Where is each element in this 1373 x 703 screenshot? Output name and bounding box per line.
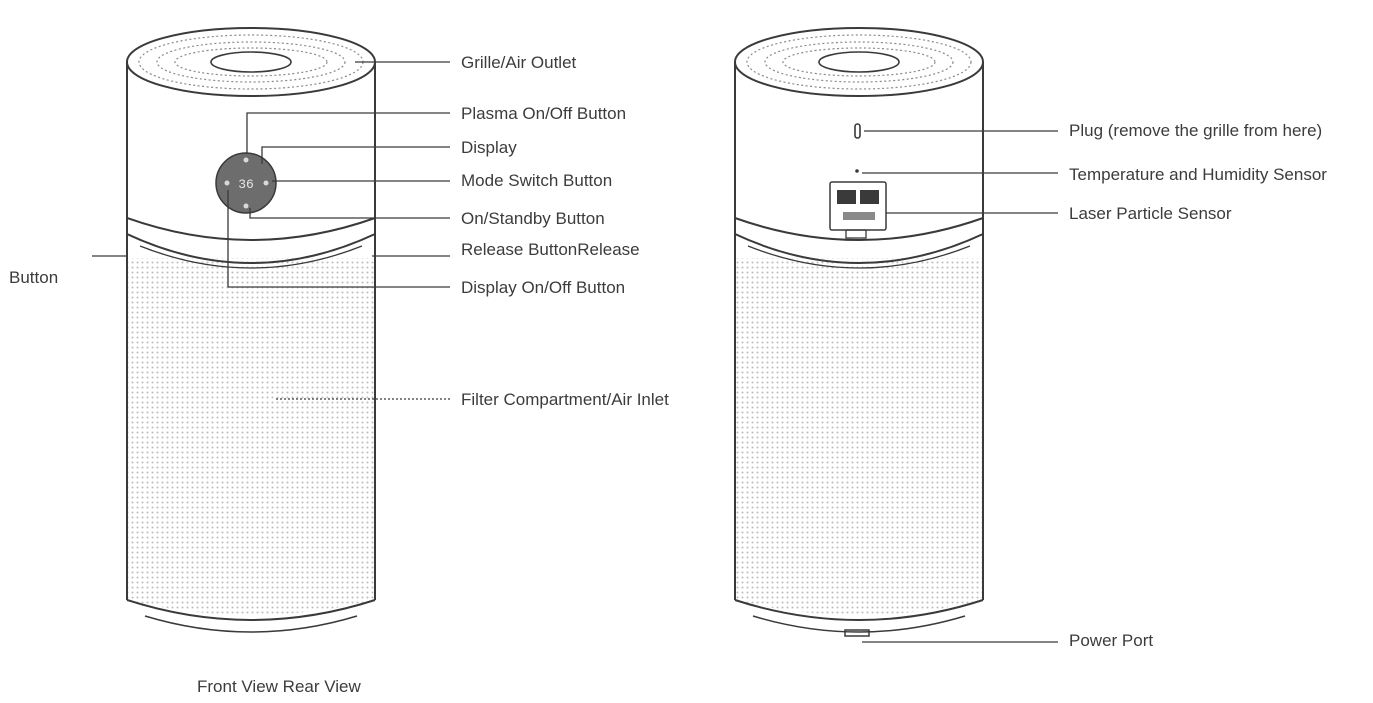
- label-release-button: Release ButtonRelease: [461, 240, 640, 259]
- front-filter-mesh: [127, 258, 375, 615]
- rear-unit: [734, 27, 984, 637]
- label-plug: Plug (remove the grille from here): [1069, 121, 1323, 140]
- rear-leader-lines: [862, 130, 1058, 643]
- front-unit: [126, 27, 376, 633]
- power-port: [844, 629, 870, 637]
- front-upper-bottom: [126, 217, 376, 241]
- label-temp-humidity-sensor: Temperature and Humidity Sensor: [1069, 165, 1327, 184]
- label-grille-air-outlet: Grille/Air Outlet: [461, 53, 577, 72]
- label-laser-particle-sensor: Laser Particle Sensor: [1069, 204, 1232, 223]
- diagram-caption: Front View Rear View: [197, 677, 361, 696]
- label-mode-switch-button: Mode Switch Button: [461, 171, 613, 190]
- label-on-standby-button: On/Standby Button: [461, 209, 605, 228]
- plug-slot: [854, 123, 861, 139]
- label-power-port: Power Port: [1069, 631, 1154, 650]
- rear-filter-mesh: [735, 258, 983, 615]
- label-display: Display: [461, 138, 517, 157]
- label-release-button-left: Button: [9, 268, 59, 287]
- laser-sensor: [829, 181, 887, 231]
- control-panel: [215, 152, 277, 214]
- front-grille-center: [210, 51, 292, 73]
- front-leader-lines: [92, 61, 450, 400]
- label-plasma-button: Plasma On/Off Button: [461, 104, 627, 123]
- temp-sensor: [855, 169, 859, 173]
- label-display-toggle-button: Display On/Off Button: [461, 278, 626, 297]
- display-readout: 36: [238, 177, 254, 192]
- label-filter-compartment: Filter Compartment/Air Inlet: [461, 390, 669, 409]
